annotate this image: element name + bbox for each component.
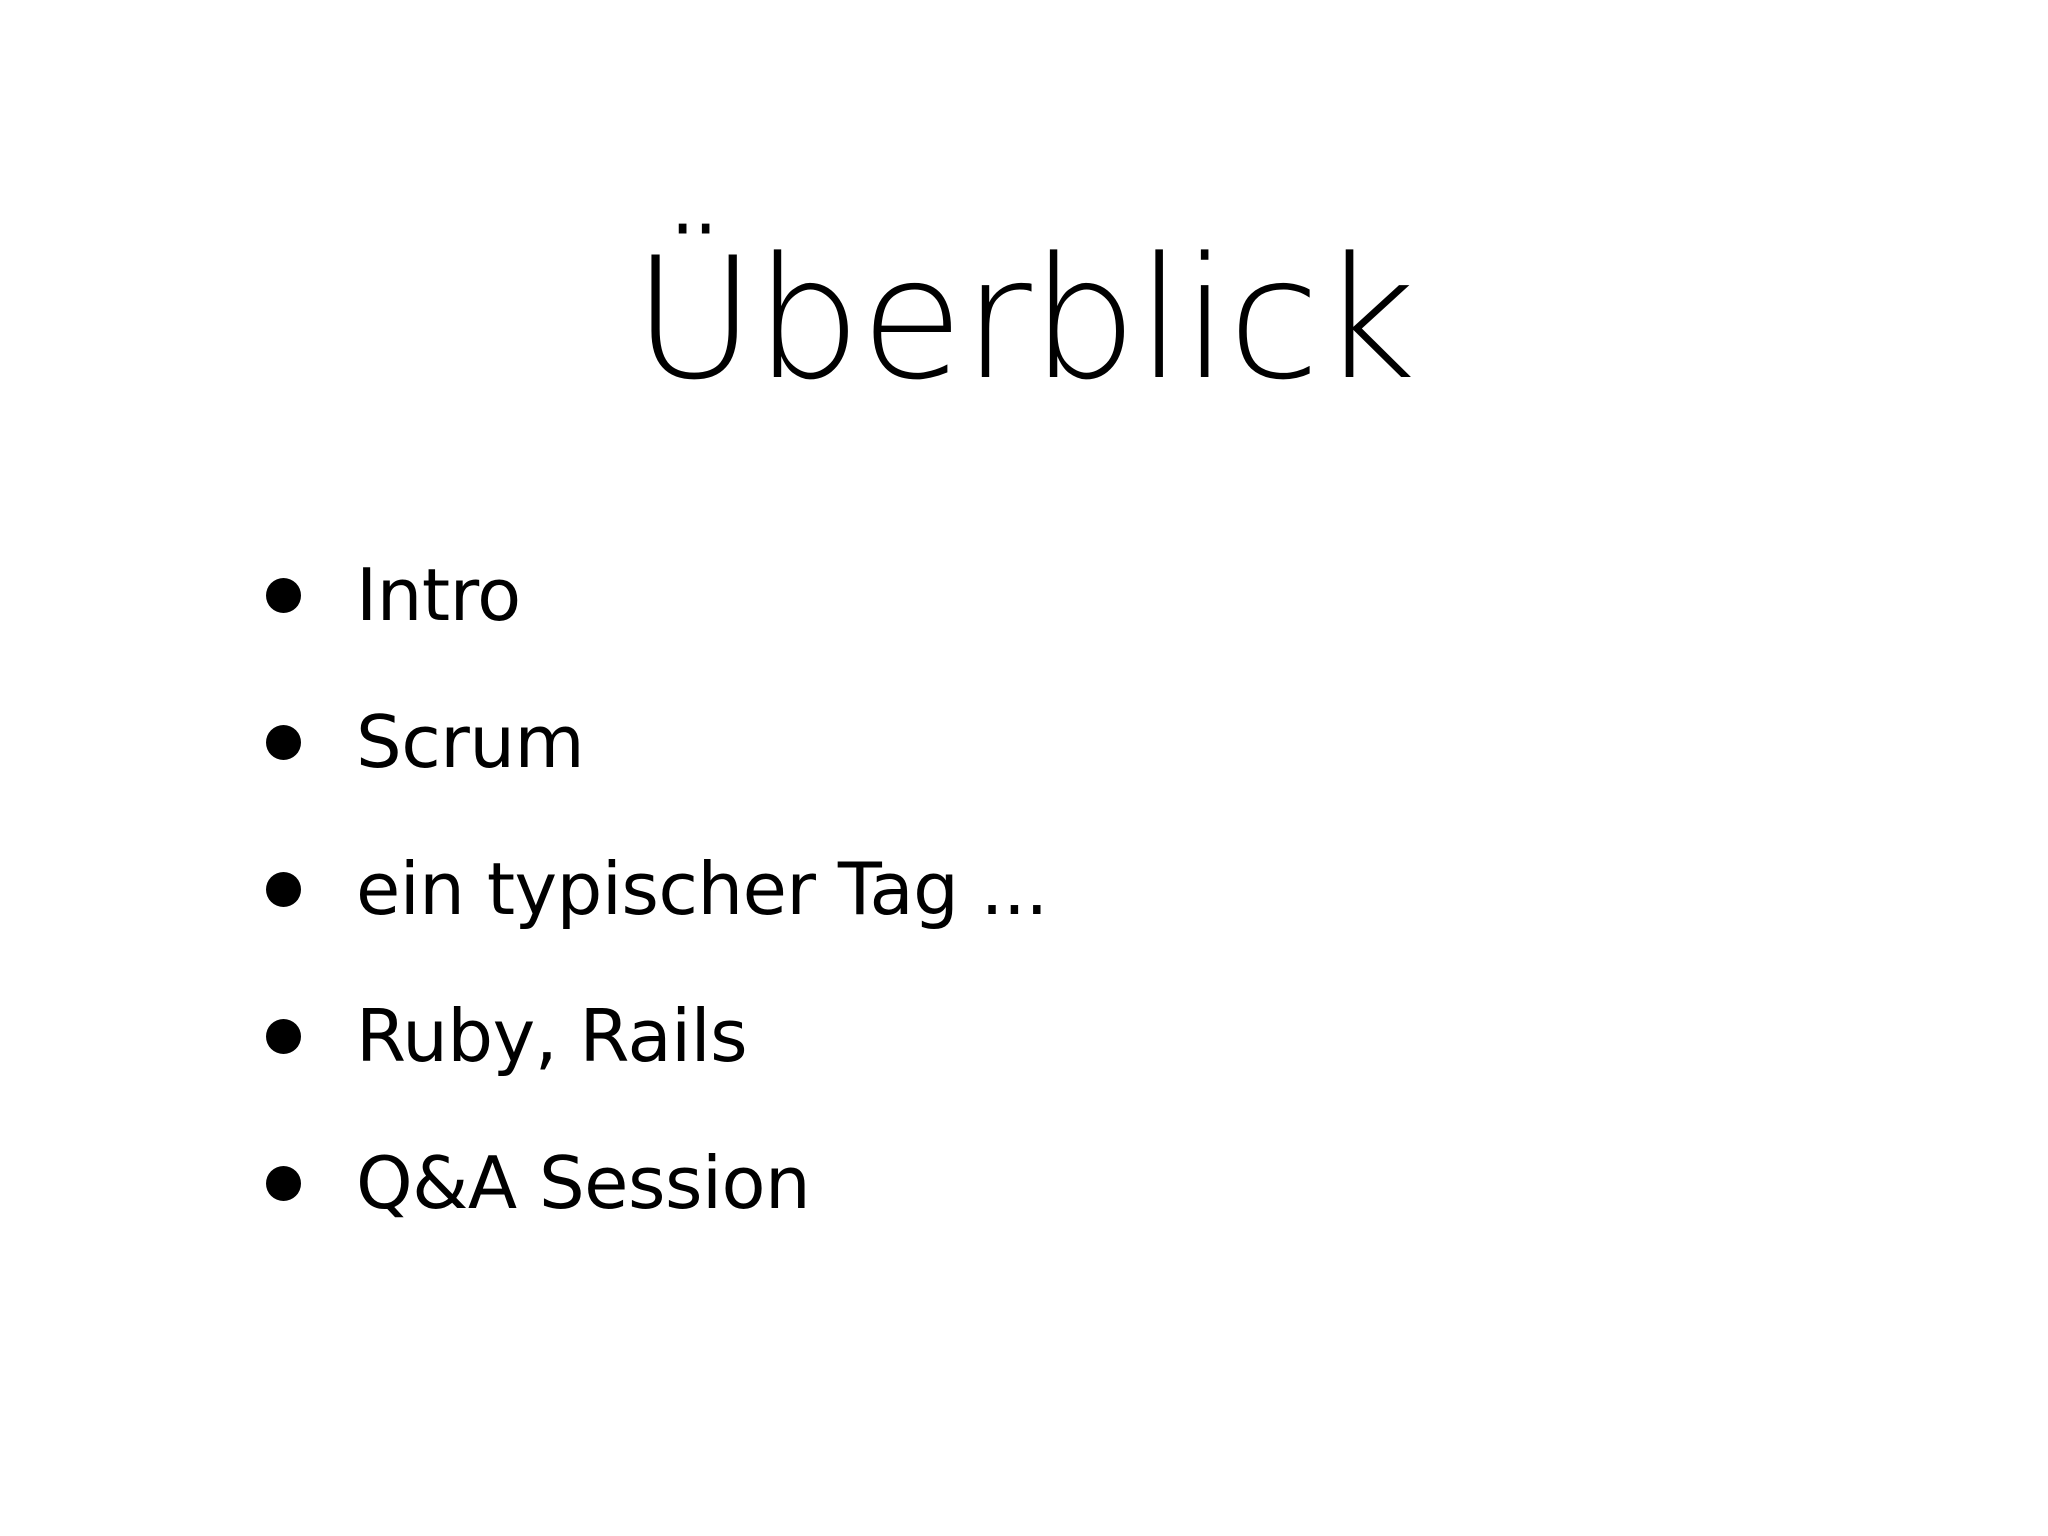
list-item: Ruby, Rails [258, 981, 1858, 1128]
bullet-item-label: Scrum [356, 700, 585, 784]
list-item: Q&A Session [258, 1128, 1858, 1275]
bullet-dot-icon [266, 872, 301, 907]
slide-title: Überblick [632, 220, 1417, 417]
bullet-item-label: Q&A Session [356, 1141, 811, 1225]
bullet-item-label: Intro [356, 553, 521, 637]
agenda-bullet-list: Intro Scrum ein typischer Tag ... Ruby, … [258, 540, 1858, 1275]
bullet-dot-icon [266, 578, 301, 613]
bullet-dot-icon [266, 725, 301, 760]
bullet-dot-icon [266, 1166, 301, 1201]
list-item: ein typischer Tag ... [258, 834, 1858, 981]
list-item: Scrum [258, 687, 1858, 834]
list-item: Intro [258, 540, 1858, 687]
bullet-item-label: ein typischer Tag ... [356, 847, 1048, 931]
bullet-item-label: Ruby, Rails [356, 994, 748, 1078]
bullet-dot-icon [266, 1019, 301, 1054]
